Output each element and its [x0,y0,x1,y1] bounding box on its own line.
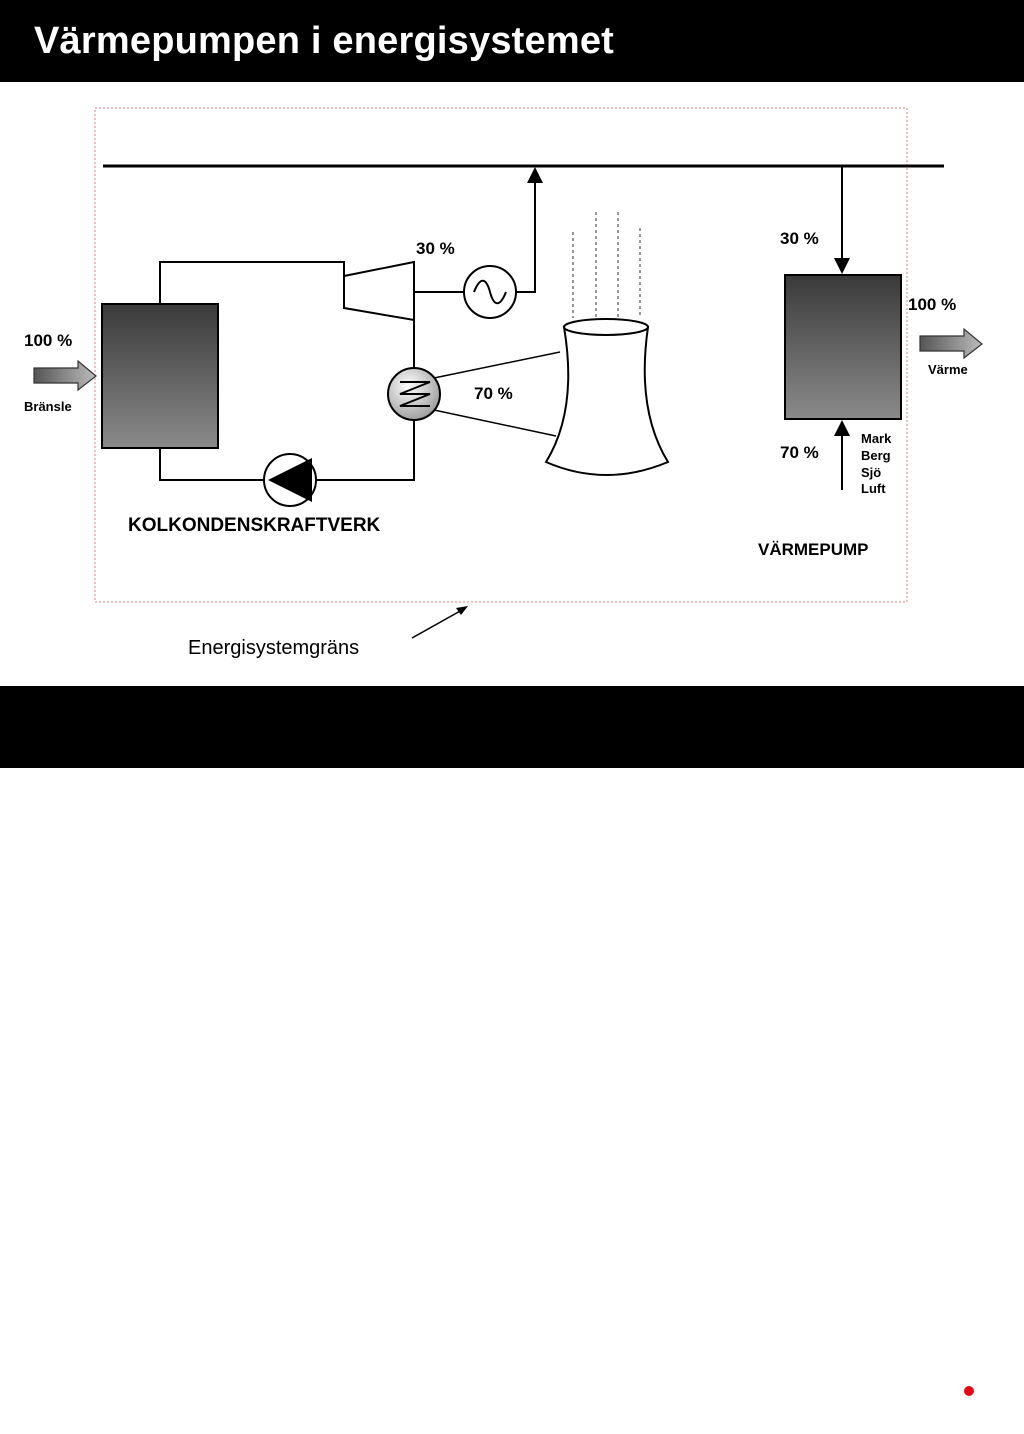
footer-bar: SWECO [0,686,1024,1433]
heat-source-item: Luft [861,481,886,496]
boundary-pointer-line [411,609,463,639]
plant-label: KOLKONDENSKRAFTVERK [128,515,381,536]
cooling-tower [544,212,670,476]
heat-source-item: Berg [861,448,891,463]
heat-source-percent-label: 70 % [780,443,819,462]
heatpump-input-percent-label: 30 % [780,229,819,248]
energy-system-diagram: 100 % Bränsle 30 % 70 % [24,107,983,659]
heat-pump-block [784,274,902,420]
heat-source-list: Mark Berg Sjö Luft [861,431,892,496]
title-bar: Värmepumpen i energisystemet [0,0,1024,82]
turbine [343,260,415,322]
boundary-pointer-arrowhead [456,606,468,615]
heat-source-item: Sjö [861,465,881,480]
arrow-up-icon-heat-source [834,420,850,436]
fuel-percent-label: 100 % [24,331,72,350]
system-boundary [94,107,908,603]
fuel-input-arrow [33,359,97,392]
page-title: Värmepumpen i energisystemet [34,20,615,62]
pump-icon [263,453,317,507]
heat-output-label: Värme [928,362,968,377]
generator-to-grid-line [516,182,536,293]
arrow-down-icon [834,258,850,274]
sweco-logo-icon [950,1386,986,1430]
boundary-label: Energisystemgräns [188,637,359,659]
heat-exchanger-icon [387,367,441,421]
fuel-label: Bränsle [24,399,72,414]
heatpump-output-percent-label: 100 % [908,295,956,314]
loss-percent-label: 70 % [474,384,513,403]
cooling-line-lower [433,409,557,437]
heat-source-item: Mark [861,431,892,446]
heat-output-arrow [919,327,983,360]
electricity-percent-label: 30 % [416,239,455,258]
boiler-block [101,303,219,449]
brand-logo-text: SWECO [836,1404,949,1433]
heat-pump-label: VÄRMEPUMP [758,540,869,559]
arrow-up-icon [527,167,543,183]
cooling-line-upper [433,351,561,379]
generator-icon [463,265,517,319]
